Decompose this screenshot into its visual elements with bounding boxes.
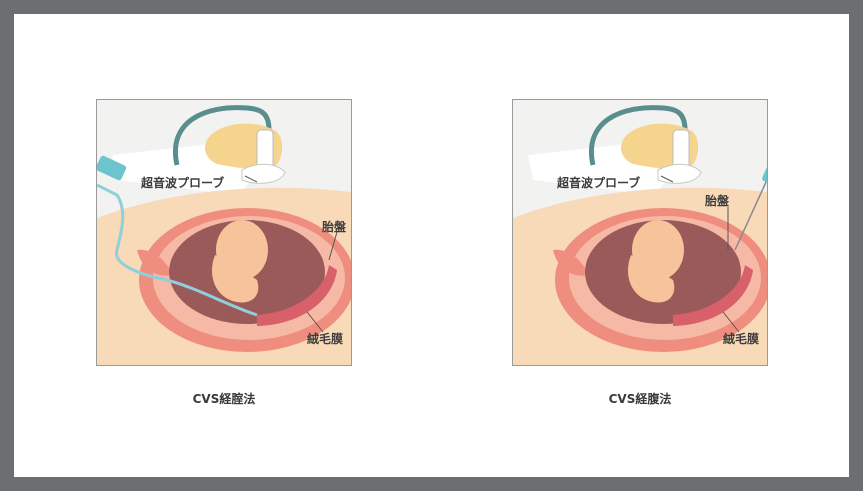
syringe bbox=[761, 116, 767, 184]
probe-head bbox=[242, 164, 285, 183]
caption-transvaginal: CVS経腟法 bbox=[96, 391, 352, 407]
probe-label: 超音波プローブ bbox=[557, 176, 640, 190]
chorion-label: 絨毛膜 bbox=[307, 332, 343, 346]
caption-transabdominal: CVS経腹法 bbox=[512, 391, 768, 407]
transabdominal-illustration: 超音波プローブ 胎盤 絨毛膜 bbox=[512, 99, 768, 366]
placenta-label: 胎盤 bbox=[705, 194, 729, 208]
transvaginal-illustration: 超音波プローブ 胎盤 絨毛膜 bbox=[96, 99, 352, 366]
placenta-label: 胎盤 bbox=[322, 220, 346, 234]
figure-frame: 超音波プローブ 胎盤 絨毛膜 bbox=[14, 14, 849, 477]
transabdominal-diagram bbox=[513, 100, 767, 365]
probe-head bbox=[658, 164, 701, 183]
chorion-label: 絨毛膜 bbox=[723, 332, 759, 346]
transvaginal-diagram bbox=[97, 100, 351, 365]
probe-label: 超音波プローブ bbox=[141, 176, 224, 190]
